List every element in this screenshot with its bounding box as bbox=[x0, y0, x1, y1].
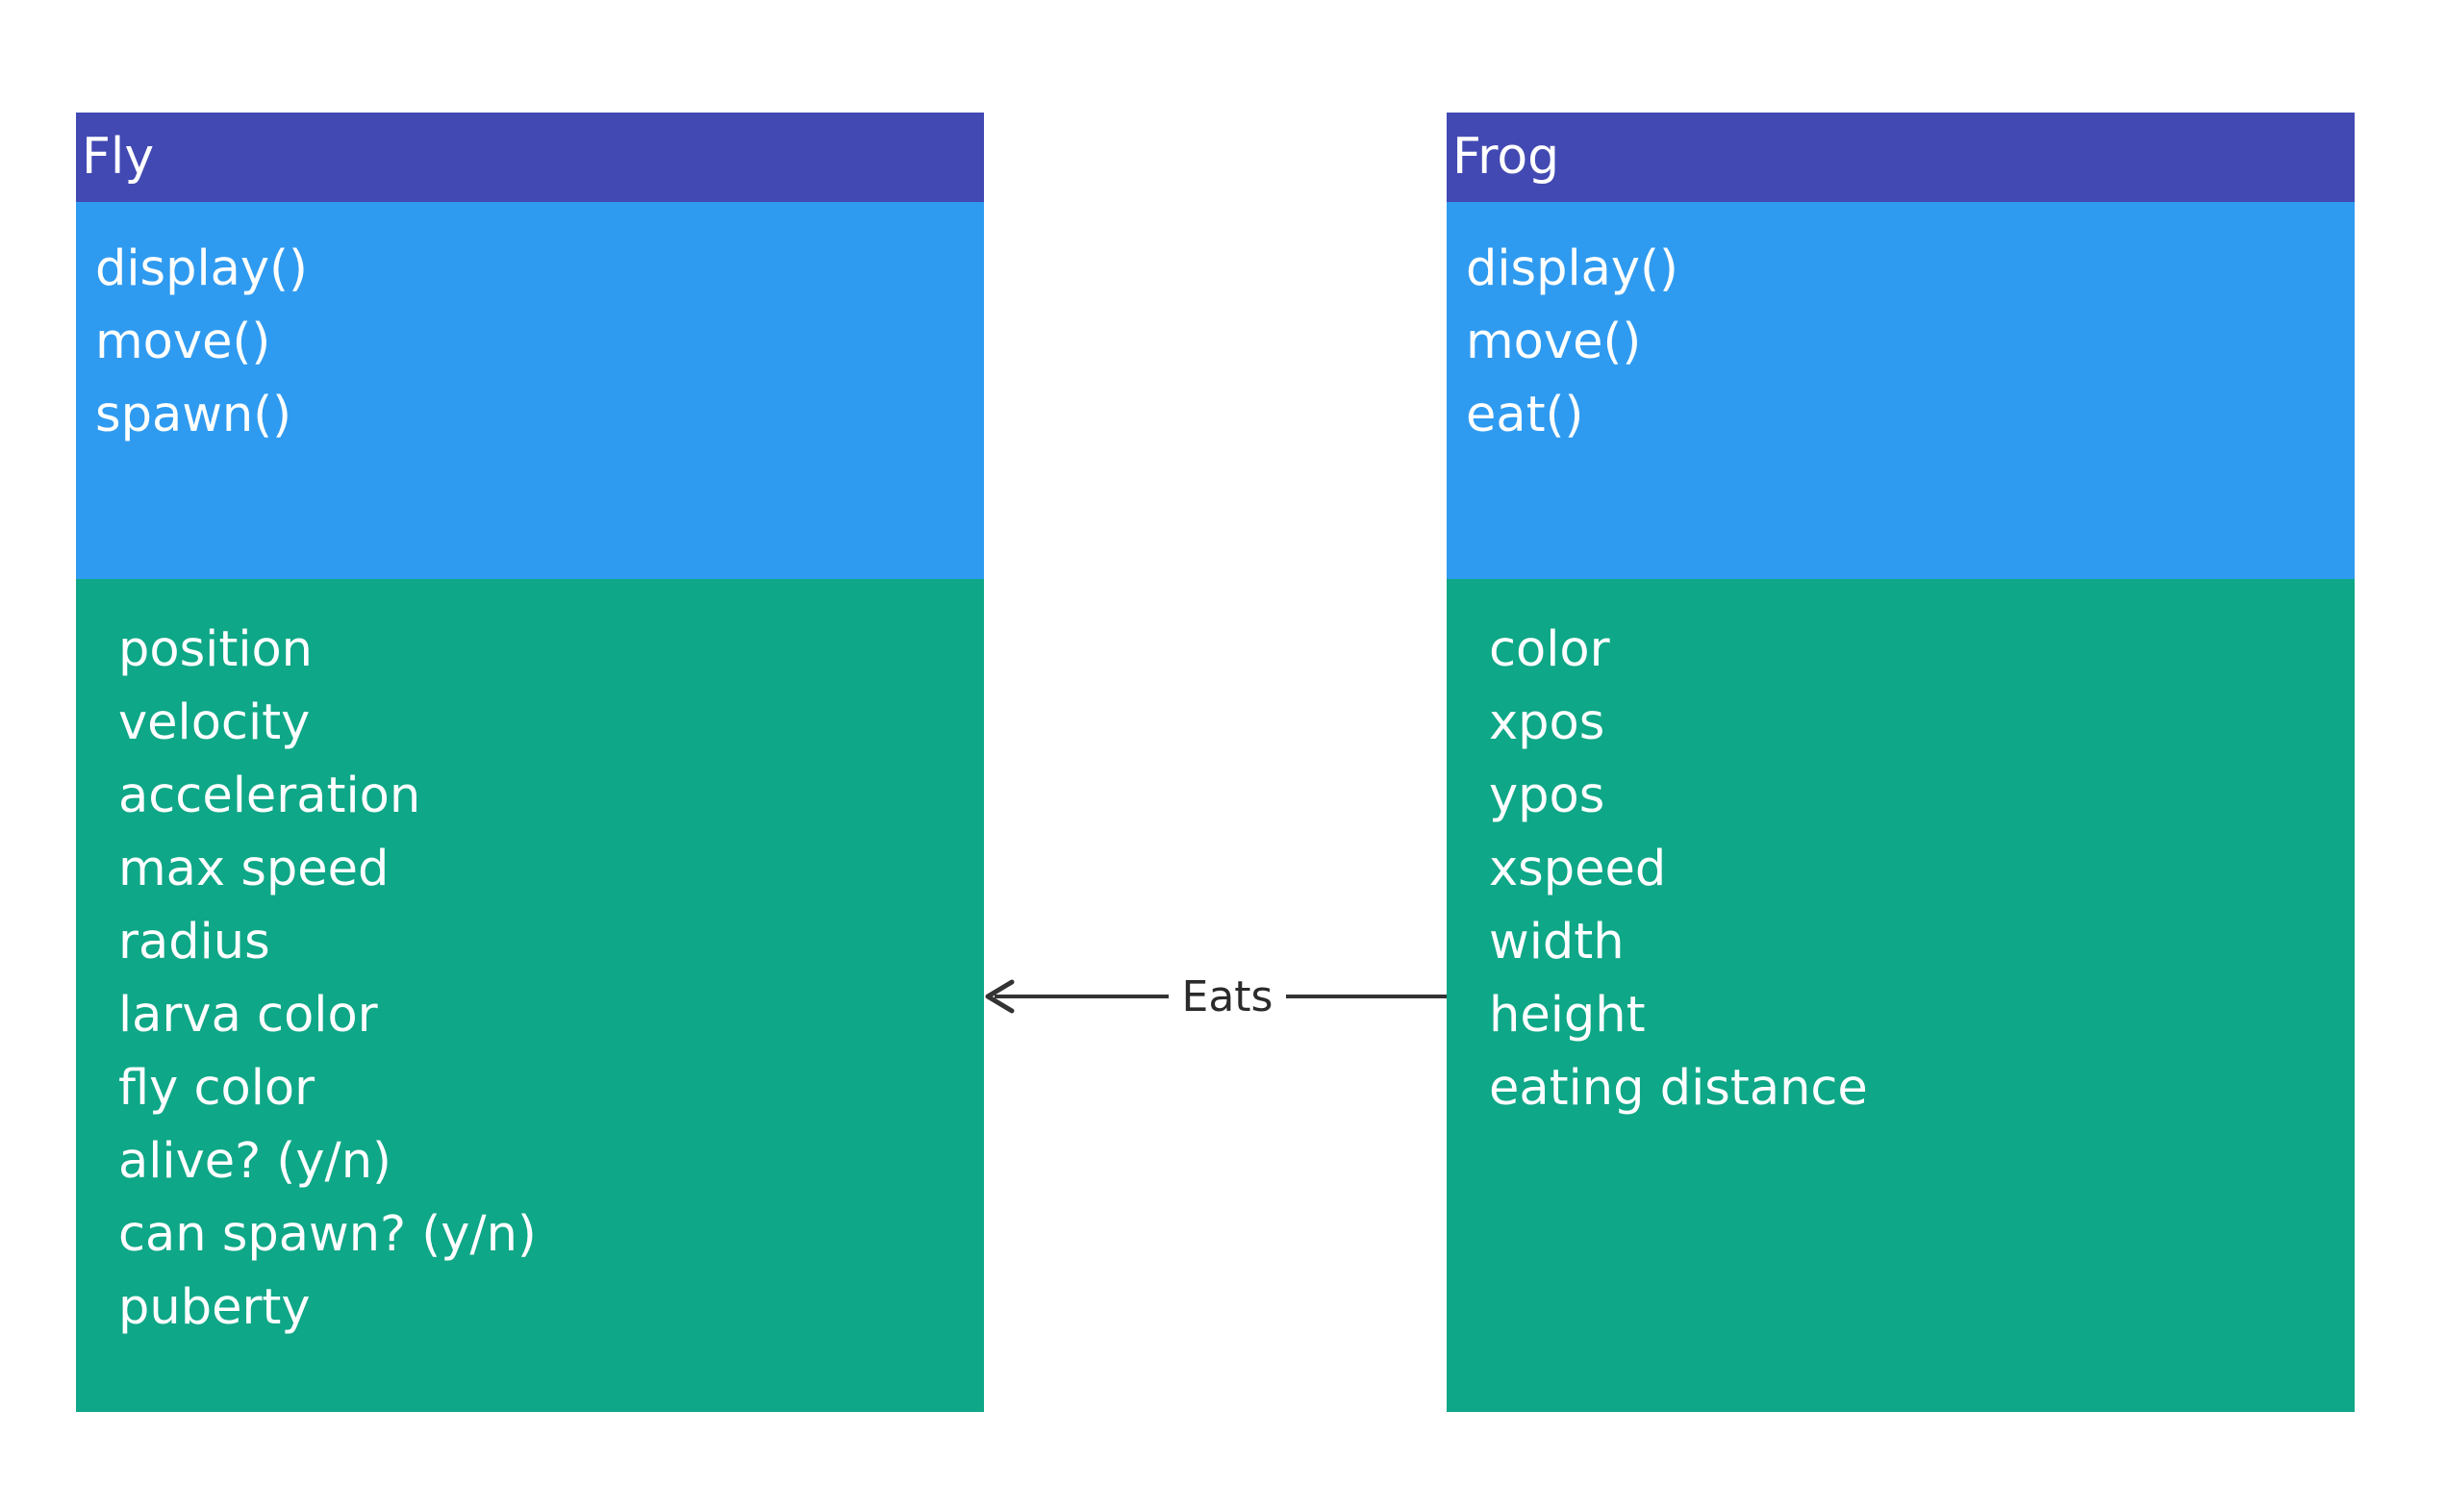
frog-method: display() bbox=[1466, 240, 1678, 297]
frog-class-box: Frog display() move() eat() color xpos y… bbox=[1447, 113, 2355, 1412]
frog-methods-section: display() move() eat() bbox=[1447, 202, 2355, 579]
fly-method: move() bbox=[95, 314, 271, 370]
fly-attribute: alive? (y/n) bbox=[118, 1133, 391, 1190]
fly-attribute: velocity bbox=[118, 694, 311, 751]
frog-attribute: xspeed bbox=[1489, 841, 1667, 897]
frog-attribute: height bbox=[1489, 987, 1646, 1044]
fly-class-box: Fly display() move() spawn() position ve… bbox=[76, 113, 984, 1412]
relationship-label: Eats bbox=[1169, 969, 1286, 1026]
fly-attribute: can spawn? (y/n) bbox=[118, 1206, 537, 1263]
fly-class-name: Fly bbox=[76, 113, 984, 202]
fly-method: display() bbox=[95, 240, 308, 297]
fly-methods-section: display() move() spawn() bbox=[76, 202, 984, 579]
fly-attribute: radius bbox=[118, 914, 270, 970]
fly-attributes-section: position velocity acceleration max speed… bbox=[76, 579, 984, 1412]
frog-attribute: eating distance bbox=[1489, 1060, 1868, 1117]
frog-attribute: xpos bbox=[1489, 694, 1605, 751]
frog-class-name: Frog bbox=[1447, 113, 2355, 202]
frog-attributes-section: color xpos ypos xspeed width height eati… bbox=[1447, 579, 2355, 1412]
fly-method: spawn() bbox=[95, 387, 292, 443]
frog-attribute: color bbox=[1489, 621, 1610, 678]
frog-attribute: ypos bbox=[1489, 768, 1605, 824]
fly-attribute: fly color bbox=[118, 1060, 315, 1117]
fly-attribute: puberty bbox=[118, 1279, 311, 1336]
fly-attribute: max speed bbox=[118, 841, 390, 897]
fly-attribute: larva color bbox=[118, 987, 378, 1044]
frog-attribute: width bbox=[1489, 914, 1625, 970]
arrowhead-icon bbox=[985, 979, 1015, 1014]
frog-method: move() bbox=[1466, 314, 1642, 370]
fly-attribute: acceleration bbox=[118, 768, 421, 824]
fly-attribute: position bbox=[118, 621, 314, 678]
frog-method: eat() bbox=[1466, 387, 1584, 443]
